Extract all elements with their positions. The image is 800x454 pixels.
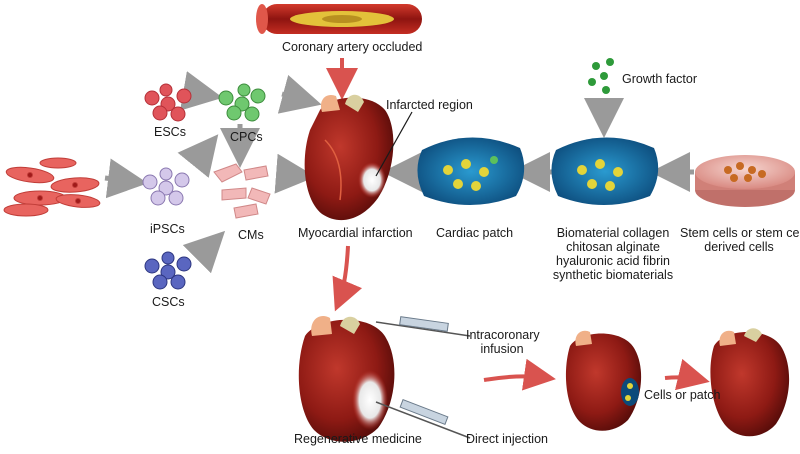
regenerative-heart-image	[298, 316, 395, 442]
cms-cells	[213, 163, 271, 219]
arrow-to-healed-heart	[664, 358, 710, 391]
gray-arrows	[104, 71, 694, 274]
biomaterial-label-4: synthetic biomaterials	[552, 268, 674, 282]
fibroblast-cells	[3, 157, 101, 217]
intracoronary-syringe	[375, 316, 471, 337]
cpcs-cells	[218, 83, 266, 122]
ipscs-label: iPSCs	[150, 222, 185, 236]
escs-cells	[144, 83, 192, 122]
healed-heart-image	[710, 328, 790, 437]
cells-or-patch-label: Cells or patch	[644, 388, 721, 402]
growth-factor-spheres	[588, 58, 614, 94]
biomaterial-scaffold-image	[551, 137, 659, 205]
escs-label: ESCs	[154, 125, 186, 139]
arrow-cscs-to-cms	[182, 230, 226, 274]
intracoronary-label-1: Intracoronary	[466, 328, 540, 342]
intracoronary-label-2: infusion	[480, 342, 524, 356]
arrow-mi-to-regenerative	[332, 245, 363, 312]
petri-dish-image	[695, 155, 795, 207]
arrow-cms-to-heart	[274, 153, 316, 194]
cpcs-label: CPCs	[230, 130, 263, 144]
biomaterial-label-1: Biomaterial collagen	[556, 226, 670, 240]
cscs-cells	[144, 251, 192, 290]
red-arrows	[326, 58, 710, 391]
stem-cells-label-1: Stem cells or stem cell	[680, 226, 800, 240]
infarcted-region-pointer	[375, 111, 413, 177]
coronary-artery-image	[256, 4, 422, 34]
cms-label: CMs	[238, 228, 264, 242]
infarcted-heart-image	[304, 94, 394, 221]
regenerative-medicine-label: Regenerative medicine	[294, 432, 422, 446]
coronary-artery-label: Coronary artery occluded	[282, 40, 423, 54]
arrow-cpcs-to-heart	[277, 74, 322, 114]
stem-cells-label-2: derived cells	[704, 240, 774, 254]
arrow-to-treated-heart	[483, 358, 556, 391]
treated-heart-image	[565, 330, 642, 431]
cardiac-patch-label: Cardiac patch	[436, 226, 514, 240]
arrow-fibroblast-to-ipscs	[104, 158, 148, 199]
arrow-ipscs-to-cpcs	[177, 134, 219, 178]
biomaterial-label-2: chitosan alginate	[566, 240, 660, 254]
arrow-escs-to-cpcs	[180, 71, 223, 111]
myocardial-infarction-label: Myocardial infarction	[298, 226, 413, 240]
biomaterial-label-3: hyaluronic acid fibrin	[556, 254, 670, 268]
growth-factor-label: Growth factor	[622, 72, 698, 86]
cardiac-patch-image	[417, 137, 525, 205]
direct-injection-syringe	[375, 399, 471, 439]
ipscs-cells	[142, 167, 190, 206]
infarcted-region-label: Infarcted region	[386, 98, 473, 112]
direct-injection-label: Direct injection	[466, 432, 548, 446]
cscs-label: CSCs	[152, 295, 185, 309]
